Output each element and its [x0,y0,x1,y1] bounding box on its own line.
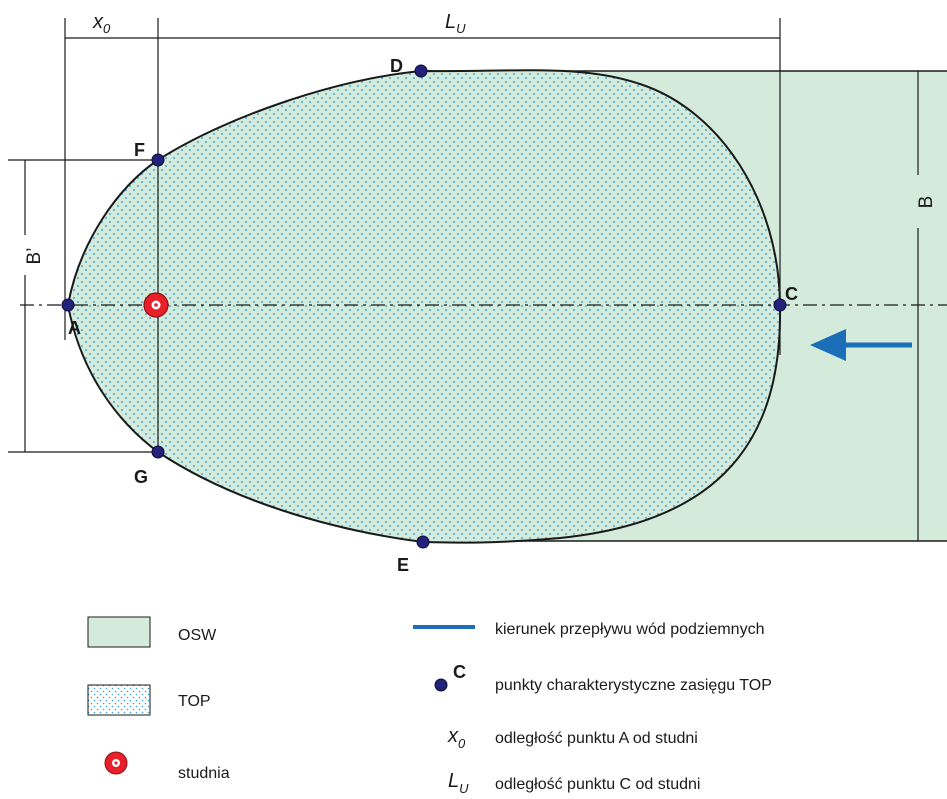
legend-lu-symbol: LU [448,770,469,796]
point-label-d: D [390,56,403,76]
legend-osw-swatch [87,616,151,648]
characteristic-points [61,64,787,549]
point-e [416,535,430,549]
legend-points-label: punkty charakterystyczne zasięgu TOP [495,677,772,694]
lu-label: LU [445,11,466,36]
x0-label: x0 [92,11,111,36]
legend-lu-label: odległość punktu C od studni [495,776,700,793]
point-a [61,298,75,312]
legend: OSW TOP studnia kierunek przepływu wód p… [87,616,772,796]
point-d [414,64,428,78]
legend-well-label: studnia [178,765,230,782]
legend-x0-label: odległość punktu A od studni [495,730,698,747]
well-icon [143,292,169,318]
flow-arrow [810,329,912,361]
legend-x0-symbol: x0 [447,725,466,751]
point-g [151,445,165,459]
point-label-a: A [68,318,81,338]
point-f [151,153,165,167]
point-label-f: F [134,140,145,160]
legend-top-swatch [87,684,151,716]
legend-top-label: TOP [178,693,211,710]
point-label-g: G [134,467,148,487]
point-label-c: C [785,284,798,304]
legend-point-symbol: C [453,662,466,682]
top-zone [66,69,782,544]
b-label: B [916,196,937,209]
point-label-e: E [397,555,409,575]
legend-point-icon [434,678,448,692]
legend-osw-label: OSW [178,627,217,644]
b-prime-label: B’ [24,248,45,265]
legend-flow-label: kierunek przepływu wód podziemnych [495,621,764,638]
point-c [773,298,787,312]
legend-well-icon [104,751,128,775]
